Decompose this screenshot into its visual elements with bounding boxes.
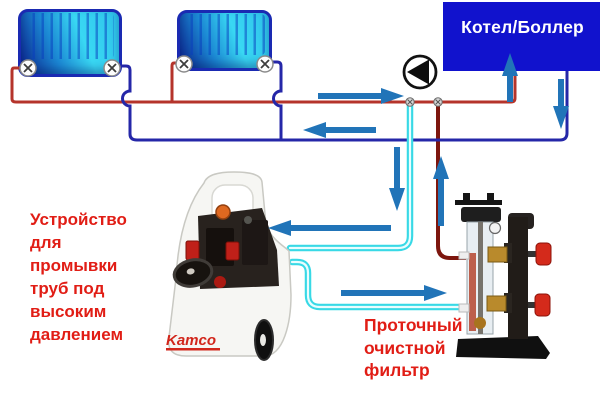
flow-arrow-down-from-boiler	[553, 79, 569, 129]
boiler: Котел/Боллер	[443, 2, 600, 71]
filter-riser-pipe	[436, 104, 466, 260]
return-pipe-blue-branch	[267, 60, 283, 140]
filter-valve-stem	[528, 251, 538, 257]
filter-red-handle	[534, 293, 551, 317]
machine-orange-cap	[215, 204, 231, 220]
flow-arrow-up-from-filter	[433, 156, 449, 226]
supply-pipe-red	[10, 66, 517, 104]
radiator-valve-icon	[19, 59, 37, 77]
return-pipe-blue	[113, 64, 569, 142]
supply-pipe-red-branch	[170, 61, 186, 102]
caption-line: труб под	[30, 279, 105, 298]
filter-manifold-boss	[504, 243, 512, 263]
radiator-fins	[25, 13, 115, 59]
caption-line: очистной	[364, 337, 446, 358]
flow-arrow-right-to-filter	[341, 285, 447, 301]
filter-bottom-cone	[474, 317, 486, 329]
pump-icon	[402, 54, 438, 90]
hose-core	[290, 260, 468, 309]
flow-arrow-right-supply	[318, 88, 404, 104]
filter-valve-stem	[528, 302, 538, 308]
filter-center-rod	[478, 222, 483, 334]
machine-red-valve	[225, 241, 240, 261]
filter-bracket	[463, 193, 470, 201]
filter-base	[456, 336, 550, 359]
machine-logo-underline	[166, 348, 220, 351]
filter-brass-fitting	[486, 295, 507, 312]
caption-line: высоким	[30, 302, 107, 321]
radiator-fins	[184, 14, 265, 55]
radiator-valve-icon	[256, 55, 274, 73]
caption-line: давлением	[30, 325, 124, 344]
caption-line: промывки	[30, 256, 118, 275]
flow-arrow-left-return	[303, 122, 376, 138]
flow-arrow-left-into-machine	[268, 220, 391, 236]
filter-top-cap	[461, 207, 501, 222]
filter-manifold	[508, 217, 528, 339]
machine-knob	[244, 216, 252, 224]
machine-pump-block	[242, 220, 268, 265]
flow-arrow-up-into-boiler	[502, 53, 518, 102]
flushing-machine: Kamco	[166, 171, 292, 361]
filter-gauge	[488, 221, 502, 235]
machine-logo: Kamco	[166, 332, 216, 349]
filter-bracket	[487, 193, 494, 201]
filter-coil	[469, 253, 476, 331]
pipe-node-icon	[405, 97, 415, 107]
filter-manifold-boss	[504, 293, 512, 313]
filter-brass-fitting	[487, 246, 508, 263]
machine-caption: Устройство для промывки труб под высоким…	[30, 208, 127, 346]
filter-caption: Проточный очистной фильтр	[364, 314, 463, 382]
caption-line: фильтр	[364, 360, 430, 380]
radiator-valve-icon	[175, 55, 193, 73]
filter-bracket-bar	[455, 200, 502, 205]
machine-red-part	[214, 276, 226, 288]
hose-core	[288, 102, 412, 250]
boiler-label: Котел/Боллер	[461, 17, 584, 37]
caption-line: Устройство	[30, 210, 127, 229]
caption-line: Проточный	[364, 315, 463, 335]
caption-line: для	[30, 233, 62, 252]
radiator-2	[177, 10, 272, 71]
filter-inlet-fitting	[458, 251, 470, 260]
filter-inlet-fitting	[458, 303, 470, 313]
flow-arrow-down-to-machine	[389, 147, 405, 211]
machine-wheel	[254, 319, 274, 361]
flow-filter	[455, 193, 552, 359]
pipe-node-icon	[433, 97, 443, 107]
machine-tank-port	[172, 258, 214, 288]
filter-red-handle	[535, 242, 552, 266]
radiator-valve-icon	[103, 59, 121, 77]
